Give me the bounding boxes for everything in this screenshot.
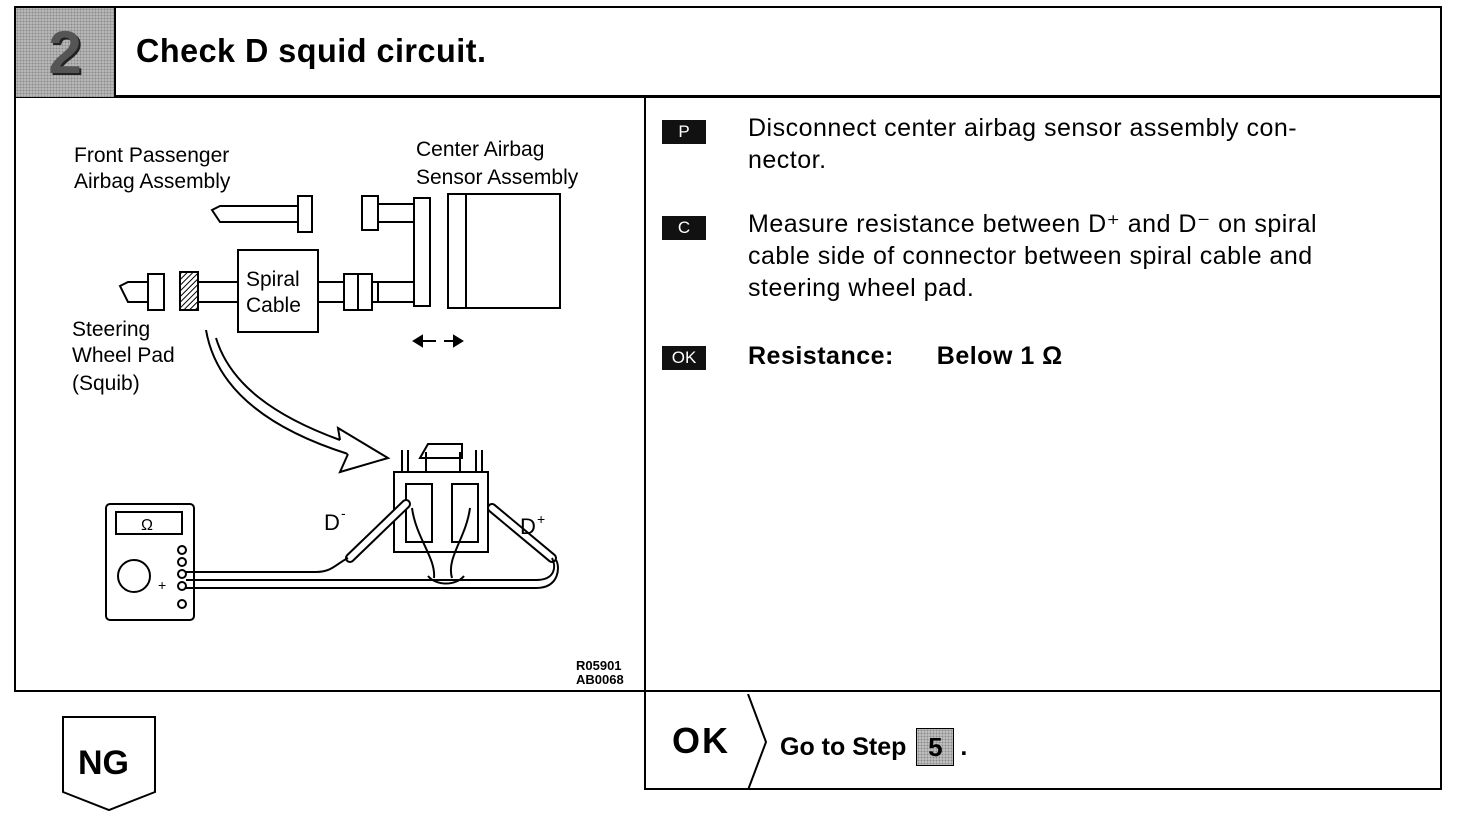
ok-result-box bbox=[644, 692, 1442, 790]
instruction-prepare-text: Disconnect center airbag sensor assembly… bbox=[748, 112, 1297, 176]
label-d-minus: D bbox=[324, 510, 340, 535]
page-title: Check D squid circuit. bbox=[136, 32, 487, 69]
label-front-passenger-1: Front Passenger bbox=[74, 144, 229, 167]
instruction-line: cable side of connector between spiral c… bbox=[748, 242, 1313, 270]
prepare-icon: P bbox=[662, 120, 706, 144]
spiral-cable-box bbox=[237, 249, 319, 333]
squib bbox=[179, 271, 199, 311]
spec-text: Resistance: Below 1 Ω bbox=[748, 340, 1063, 372]
step-number-badge: 2 bbox=[16, 8, 116, 97]
label-spiral-2: Cable bbox=[246, 294, 301, 317]
minus-sign: - bbox=[341, 505, 346, 521]
plus-sign: + bbox=[537, 511, 545, 527]
label-front-passenger-2: Airbag Assembly bbox=[74, 170, 231, 193]
period: . bbox=[960, 732, 968, 761]
go-to-step-text: Go to Step bbox=[780, 732, 907, 761]
label-d-plus: D bbox=[520, 514, 536, 539]
instruction-line: steering wheel pad. bbox=[748, 274, 975, 302]
label-steering-3: (Squib) bbox=[72, 372, 140, 395]
step-header: 2 Check D squid circuit. bbox=[14, 6, 1442, 98]
check-icon: C bbox=[662, 216, 706, 240]
spec-value: Below 1 Ω bbox=[936, 342, 1063, 370]
spec-label: Resistance: bbox=[748, 342, 894, 370]
passenger-airbag-plug bbox=[210, 205, 299, 223]
instruction-line: nector. bbox=[748, 146, 827, 174]
instruction-line: Disconnect center airbag sensor assembly… bbox=[748, 114, 1298, 142]
column-divider bbox=[644, 98, 646, 790]
center-connector-upper bbox=[361, 195, 379, 231]
label-center-airbag-2: Sensor Assembly bbox=[416, 166, 579, 189]
center-airbag-sensor bbox=[447, 193, 561, 309]
circuit-diagram: Front Passenger Airbag Assembly Center A… bbox=[72, 138, 624, 687]
ng-result-box bbox=[62, 716, 156, 812]
go-to-step-link[interactable]: Go to Step 5 . bbox=[780, 728, 967, 766]
ok-icon: OK bbox=[662, 346, 706, 370]
ohm-symbol: Ω bbox=[141, 517, 153, 534]
ng-result-label: NG bbox=[78, 744, 129, 782]
ok-result-label: OK bbox=[672, 720, 730, 761]
figure-code-2: AB0068 bbox=[576, 672, 624, 687]
figure-code-1: R05901 bbox=[576, 658, 622, 673]
ohmmeter bbox=[105, 503, 195, 621]
instruction-check-text: Measure resistance between D⁺ and D⁻ on … bbox=[748, 208, 1317, 304]
instruction-line: Measure resistance between D⁺ and D⁻ on … bbox=[748, 210, 1318, 238]
step-reference-box[interactable]: 5 bbox=[916, 728, 955, 766]
label-spiral-1: Spiral bbox=[246, 268, 300, 291]
label-center-airbag-1: Center Airbag bbox=[416, 138, 544, 161]
ok-chevron-icon bbox=[747, 694, 768, 790]
passenger-connector bbox=[297, 195, 313, 233]
label-steering-2: Wheel Pad bbox=[72, 344, 175, 367]
label-steering-1: Steering bbox=[72, 318, 150, 341]
center-connector-block bbox=[413, 197, 431, 307]
step-number: 2 bbox=[48, 19, 82, 86]
steering-connector bbox=[147, 273, 165, 311]
plus-terminal-label: + bbox=[158, 577, 166, 593]
